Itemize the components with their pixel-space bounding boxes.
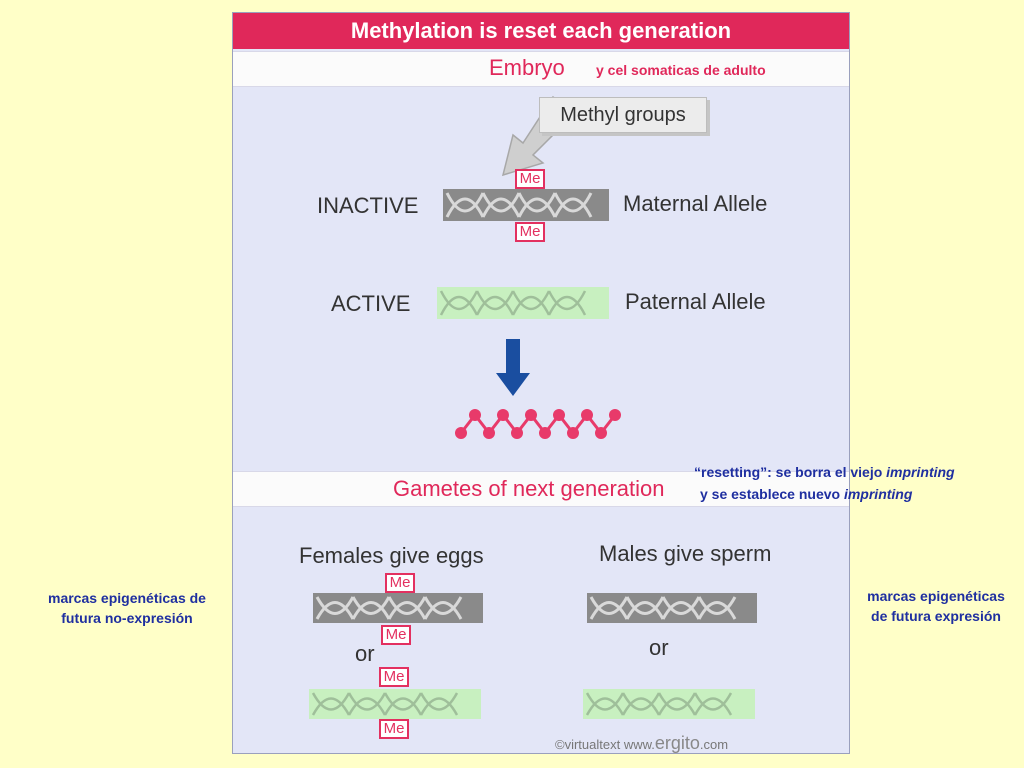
female-or-label: or: [355, 641, 375, 666]
male-inactive-allele-dna: [587, 593, 757, 623]
credit-brand: ergito: [654, 733, 700, 753]
males-label: Males give sperm: [599, 541, 772, 566]
female-me-mark-4: Me: [379, 719, 409, 739]
right-note-line2: de futura expresión: [871, 608, 1001, 624]
maternal-allele-dna: [443, 189, 609, 221]
male-or-label: or: [649, 635, 669, 660]
female-me-mark-1: Me: [385, 573, 415, 593]
paternal-allele-dna: [437, 287, 609, 319]
active-label: ACTIVE: [331, 291, 411, 316]
embryo-label: Embryo: [489, 55, 565, 80]
maternal-allele-label: Maternal Allele: [623, 191, 768, 216]
left-note-line2: futura no-expresión: [61, 610, 193, 626]
somatic-note: y cel somaticas de adulto: [596, 62, 766, 78]
gametes-label: Gametes of next generation: [393, 476, 665, 501]
me-mark-bottom: Me: [515, 222, 545, 242]
right-note-line1: marcas epigenéticas: [867, 588, 1005, 604]
right-note: marcas epigenéticas de futura expresión: [848, 586, 1024, 626]
methyl-groups-callout: Methyl groups: [539, 97, 707, 133]
figure-title: Methylation is reset each generation: [233, 13, 849, 49]
inactive-label: INACTIVE: [317, 193, 419, 218]
paternal-allele-label: Paternal Allele: [625, 289, 766, 314]
resetting-italic-1: imprinting: [886, 464, 955, 480]
resetting-note-line2: y se establece nuevo imprinting: [700, 486, 912, 502]
resetting-note-line1: “resetting”: se borra el viejo imprintin…: [694, 464, 955, 480]
embryo-section-bar: Embryo: [233, 51, 849, 87]
females-label: Females give eggs: [299, 543, 484, 568]
female-active-allele-dna: [309, 689, 481, 719]
female-me-mark-3: Me: [379, 667, 409, 687]
male-active-allele-dna: [583, 689, 755, 719]
female-me-mark-2: Me: [381, 625, 411, 645]
me-mark-top: Me: [515, 169, 545, 189]
resetting-prefix: “resetting”: se borra el viejo: [694, 464, 887, 480]
female-inactive-allele-dna: [313, 593, 483, 623]
resetting-line2-prefix: y se establece nuevo: [700, 486, 844, 502]
methylation-figure: Methylation is reset each generation Emb…: [232, 12, 850, 754]
gametes-section-bar: Gametes of next generation: [233, 471, 849, 507]
credit-line: ©virtualtext www.ergito.com: [555, 733, 728, 754]
methyl-chain-icon: [455, 409, 621, 439]
down-arrow-icon: [496, 339, 530, 396]
left-note-line1: marcas epigenéticas de: [48, 590, 206, 606]
credit-prefix: ©virtualtext www.: [555, 737, 655, 752]
resetting-italic-2: imprinting: [843, 486, 913, 502]
left-note: marcas epigenéticas de futura no-expresi…: [24, 588, 230, 628]
credit-suffix: .com: [699, 737, 729, 752]
